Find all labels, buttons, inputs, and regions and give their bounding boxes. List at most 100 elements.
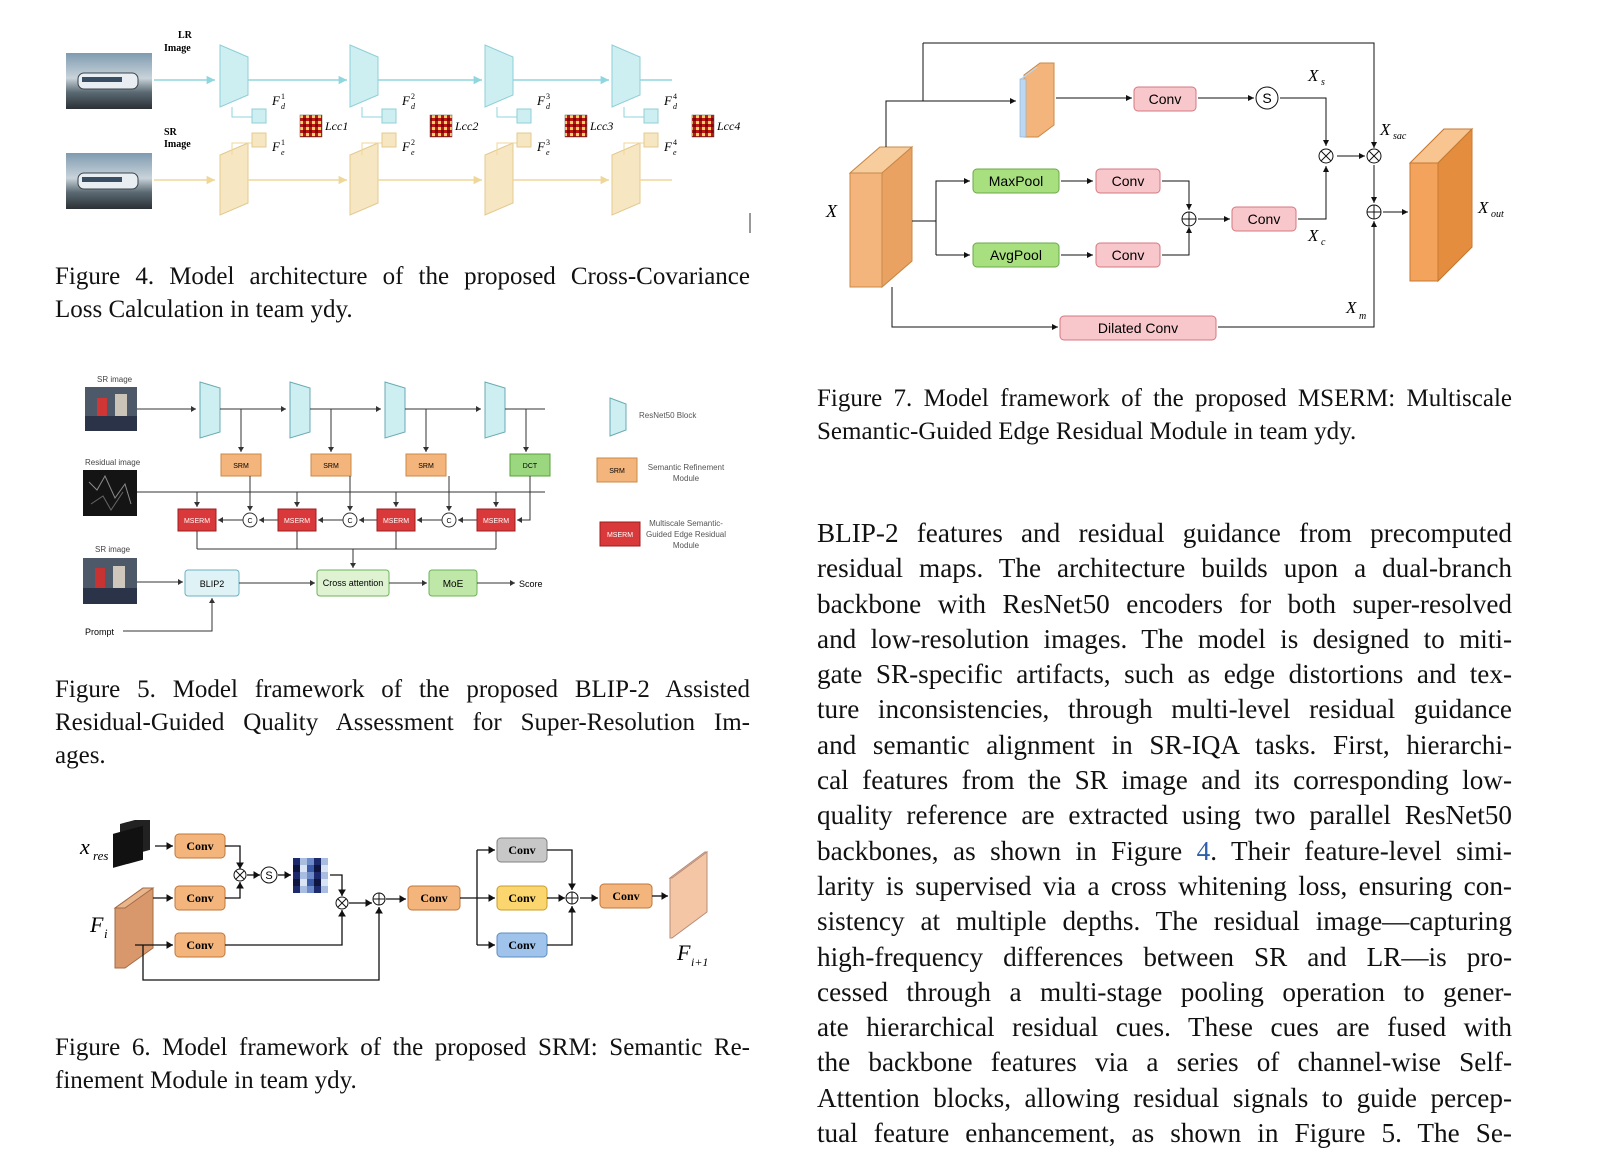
attention-cell bbox=[307, 879, 314, 886]
caption-line: Semantic-Guided Edge Residual Module in … bbox=[817, 418, 1357, 445]
attention-cell bbox=[314, 879, 321, 886]
add-node-c bbox=[1181, 211, 1197, 227]
srm-label: SRM bbox=[418, 463, 434, 470]
lr-encoder-block bbox=[611, 44, 641, 108]
body-line: Attention blocks, allowing residual sign… bbox=[817, 1082, 1512, 1113]
legend-mserm-label-3: Module bbox=[673, 541, 700, 550]
figure-7-diagram: X Conv S MaxPool Conv AvgPool Conv Conv … bbox=[825, 42, 1504, 341]
caption-line: Figure 6. Model framework of the propose… bbox=[55, 1034, 750, 1061]
attention-cell bbox=[321, 865, 328, 872]
concat-label: C bbox=[247, 518, 252, 525]
sr-feature-cube bbox=[251, 132, 267, 148]
mserm-label: MSERM bbox=[284, 518, 310, 525]
softmax-node bbox=[260, 866, 278, 884]
cross-attention-label: Cross attention bbox=[323, 578, 384, 588]
avgpool-box bbox=[972, 242, 1060, 268]
xsac-label: X bbox=[1379, 120, 1391, 139]
add-node-out bbox=[1366, 204, 1382, 220]
body-line: quality reference are extracted using tw… bbox=[817, 800, 1512, 831]
body-line: and low-resolution images. The model is … bbox=[817, 623, 1512, 654]
figure-4-link[interactable]: 4 bbox=[1196, 835, 1211, 866]
dilated-conv-box bbox=[1059, 315, 1217, 341]
body-line: cessed through a multi-stage pooling ope… bbox=[817, 976, 1512, 1007]
xc-label: X bbox=[1307, 226, 1319, 245]
feature-e-label: F bbox=[401, 139, 411, 154]
attention-cell bbox=[321, 886, 328, 893]
feature-d-sup: 3 bbox=[546, 92, 550, 101]
stacked-feature-block bbox=[1019, 62, 1055, 138]
multiply-node-1 bbox=[1318, 148, 1334, 164]
conv-out-label: Conv bbox=[612, 889, 639, 903]
body-line-with-ref: backbones, as shown in Figure 4. Their f… bbox=[817, 834, 1512, 869]
figure-5-caption: Figure 5. Model framework of the propose… bbox=[55, 673, 750, 772]
resnet-block bbox=[484, 381, 506, 439]
figure-6-diagram: x res F i ConvConvConvConvConvConvConvCo… bbox=[79, 820, 709, 981]
xs-label: X bbox=[1307, 66, 1319, 85]
attention-cell bbox=[293, 886, 300, 893]
attention-cell bbox=[314, 865, 321, 872]
residual-image-label: Residual image bbox=[85, 458, 141, 467]
maxpool-label: MaxPool bbox=[989, 173, 1043, 189]
xout-sub: out bbox=[1491, 209, 1504, 220]
feature-d-label: F bbox=[663, 93, 673, 108]
sr-image-thumbnail bbox=[66, 153, 152, 209]
attention-cell bbox=[300, 886, 307, 893]
skip-connection bbox=[142, 907, 383, 981]
feature-e-sub: e bbox=[673, 148, 677, 157]
concat-label: C bbox=[446, 518, 451, 525]
xsac-sub: sac bbox=[1393, 131, 1407, 142]
lr-branch bbox=[496, 107, 517, 118]
loss-label: Lcc3 bbox=[589, 119, 613, 133]
caption-line: Figure 4. Model architecture of the prop… bbox=[55, 263, 750, 290]
caption-line: finement Module in team ydy. bbox=[55, 1067, 357, 1094]
lr-image-thumbnail bbox=[66, 53, 152, 109]
legend-resnet-block-icon bbox=[609, 397, 627, 437]
x-res-label: x bbox=[79, 834, 90, 859]
mserm-label: MSERM bbox=[383, 518, 409, 525]
dct-label: DCT bbox=[523, 463, 538, 470]
caption-line: Residual-Guided Quality Assessment for S… bbox=[55, 709, 750, 736]
conv-f1-label: Conv bbox=[186, 891, 213, 905]
sr-branch bbox=[496, 142, 517, 155]
lr-label: LR bbox=[178, 30, 193, 41]
lr-encoder-block bbox=[484, 44, 514, 108]
conv-max-box bbox=[1095, 168, 1161, 194]
feature-e-sup: 4 bbox=[673, 138, 677, 147]
concat-label: C bbox=[347, 518, 352, 525]
xm-label: X bbox=[1345, 298, 1357, 317]
attention-cell bbox=[307, 872, 314, 879]
attention-cell bbox=[307, 858, 314, 865]
conv-f2-label: Conv bbox=[186, 938, 213, 952]
legend-srm-icon bbox=[596, 457, 638, 483]
body-line-partial: tual feature enhancement, as shown in Fi… bbox=[817, 1118, 1512, 1149]
attention-cell bbox=[321, 879, 328, 886]
attention-cell bbox=[321, 872, 328, 879]
sr-branch bbox=[623, 142, 644, 155]
x-label: X bbox=[825, 201, 838, 221]
attention-cell bbox=[314, 872, 321, 879]
attention-map-icon bbox=[293, 858, 328, 893]
merge-top bbox=[547, 849, 576, 890]
avgpool-label: AvgPool bbox=[990, 247, 1042, 263]
conv-blue-label: Conv bbox=[508, 938, 535, 952]
residual-image-thumbnail bbox=[83, 470, 137, 516]
body-line: residual maps. The architecture builds u… bbox=[817, 553, 1512, 584]
mserm-label: MSERM bbox=[483, 518, 509, 525]
attention-cell bbox=[300, 865, 307, 872]
srm-box bbox=[310, 453, 352, 477]
residual-feature-stack bbox=[113, 820, 150, 868]
legend-srm-label-1: Semantic Refinement bbox=[648, 463, 725, 472]
body-line: ture inconsistencies, through multi-leve… bbox=[817, 694, 1512, 725]
lr-feature-cube bbox=[643, 108, 659, 124]
attention-cell bbox=[307, 865, 314, 872]
sr-branch bbox=[231, 142, 252, 155]
body-line: larity is supervised via a cross whiteni… bbox=[817, 870, 1512, 901]
xs-sub: s bbox=[1321, 77, 1325, 88]
caption-line: Loss Calculation in team ydy. bbox=[55, 296, 353, 323]
conv-max-label: Conv bbox=[1112, 173, 1145, 189]
body-line: and semantic alignment in SR-IQA tasks. … bbox=[817, 729, 1512, 760]
sr-image-label-2: SR image bbox=[95, 545, 131, 554]
srm-box bbox=[220, 453, 262, 477]
